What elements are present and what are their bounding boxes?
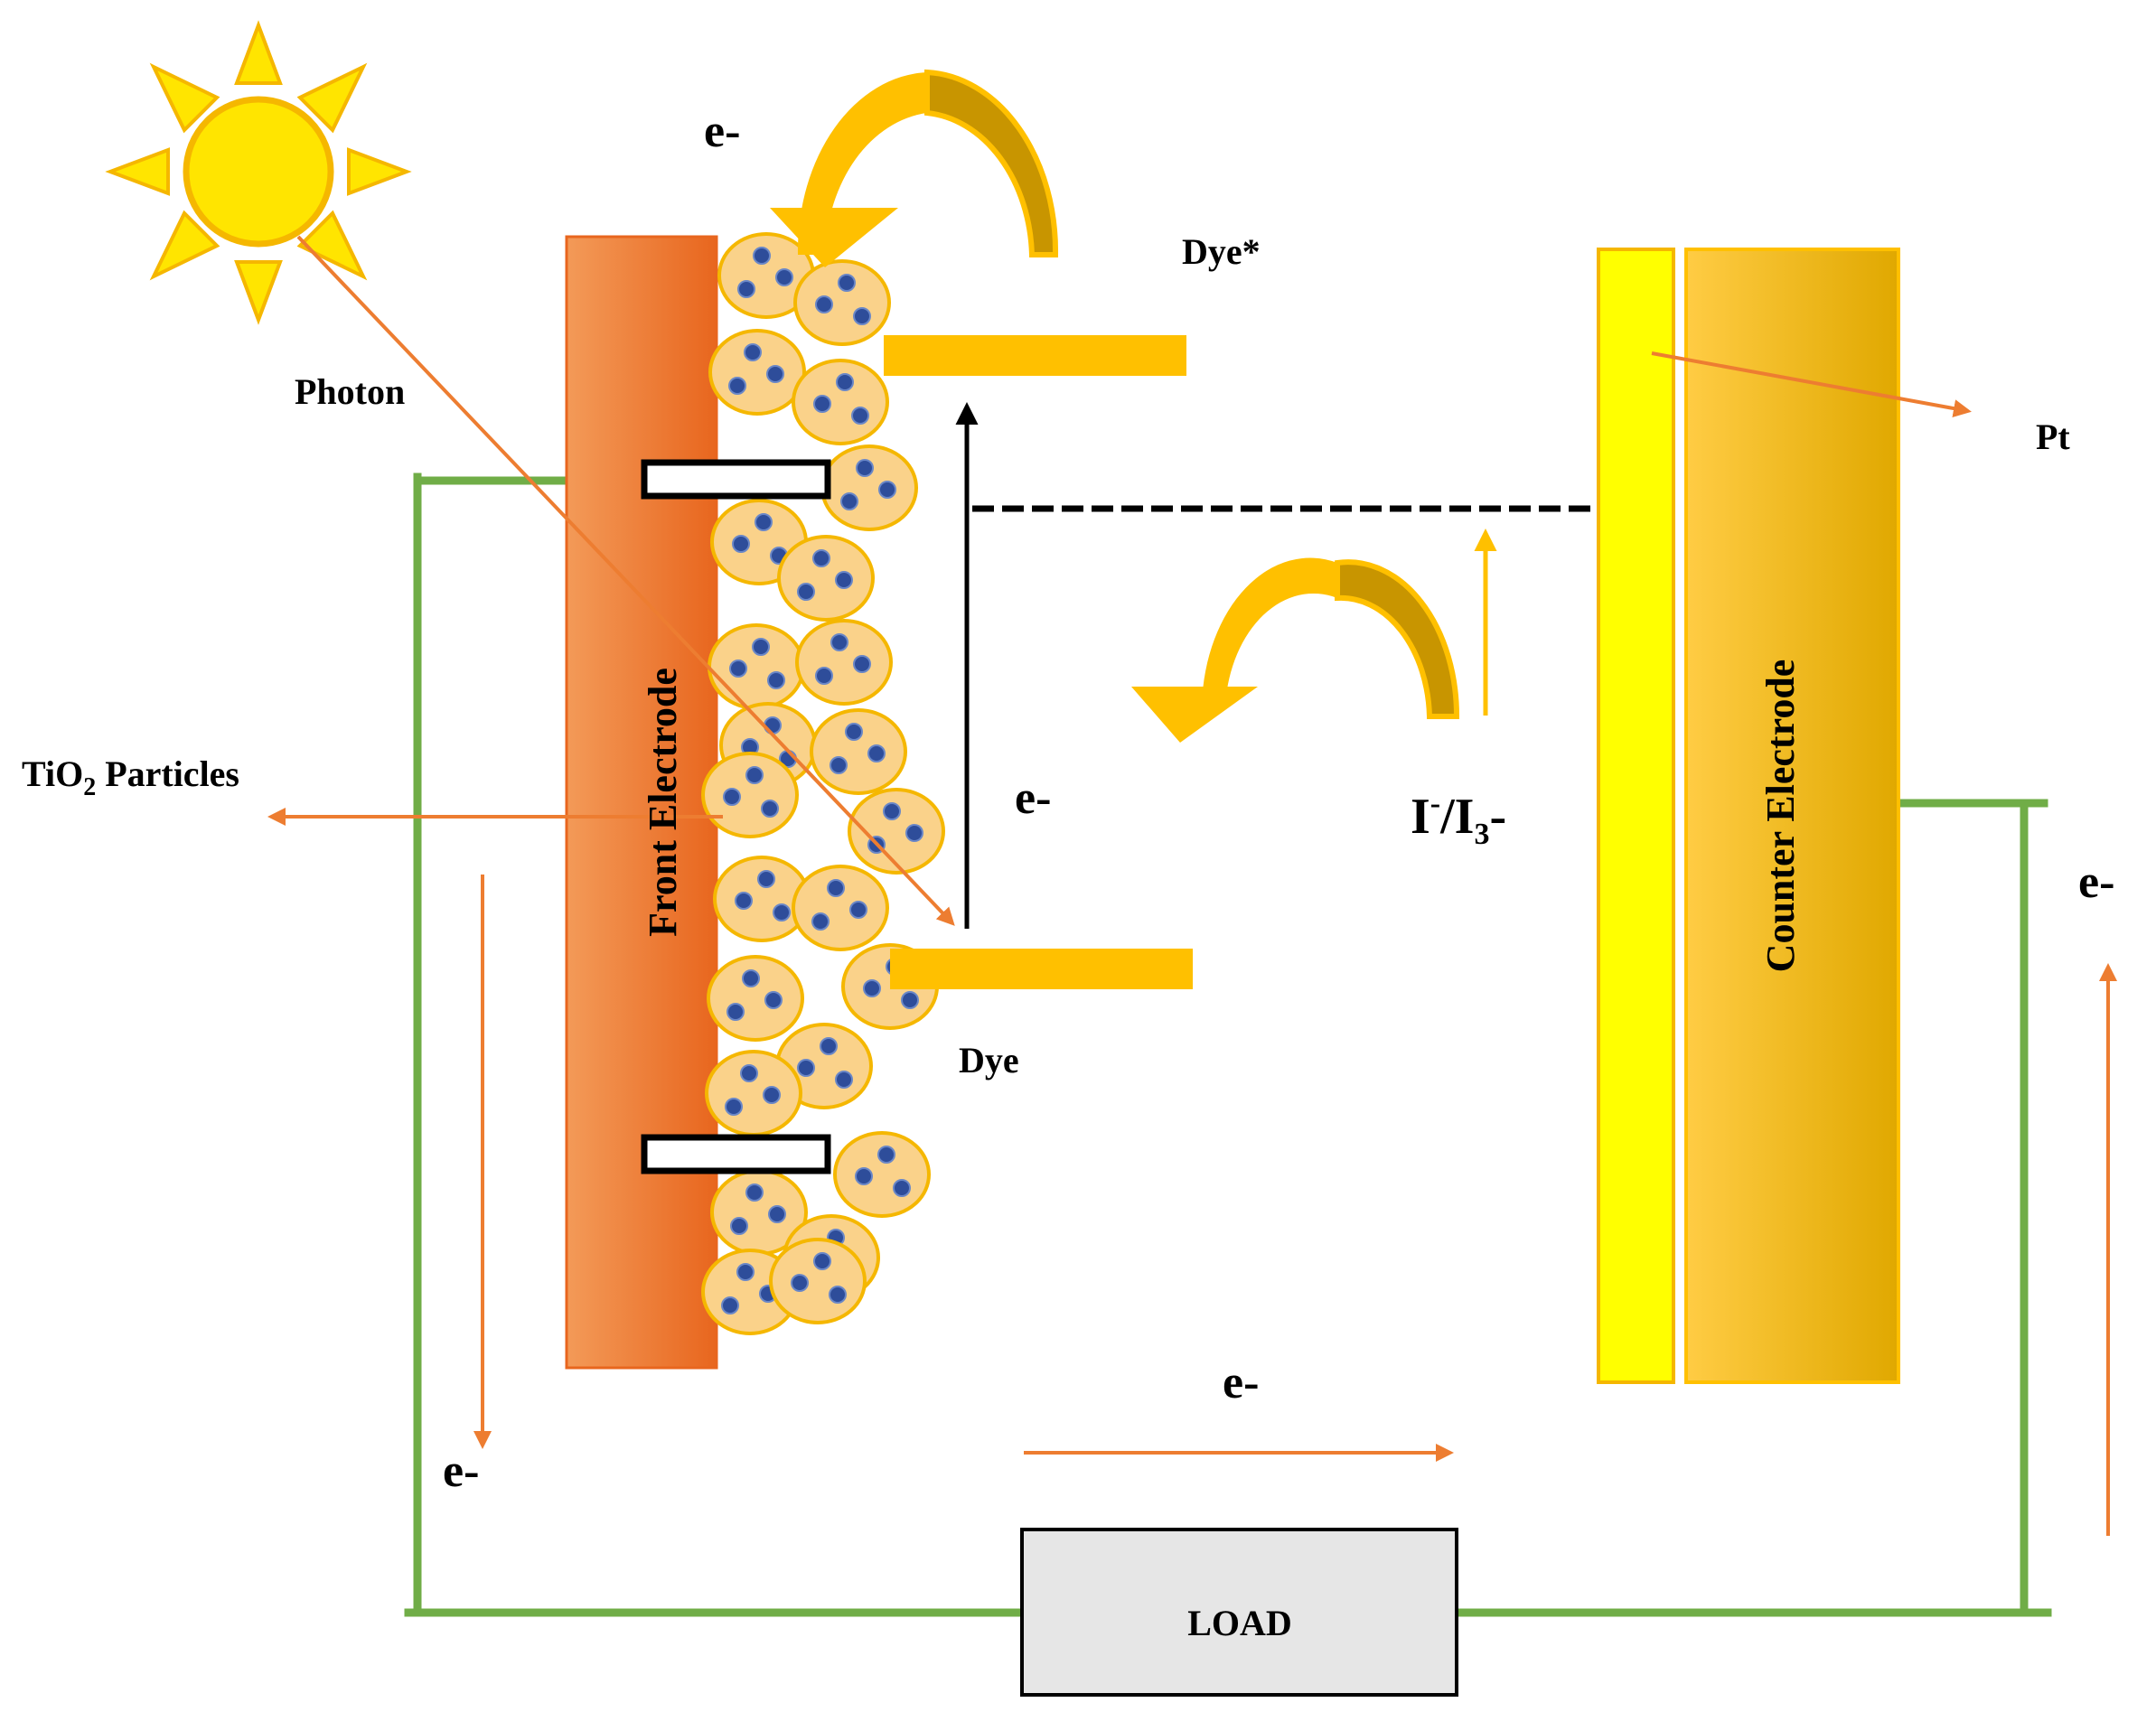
tio2-particle (795, 619, 893, 706)
photon-label: Photon (295, 371, 405, 412)
dye-excited-label: Dye* (1182, 231, 1261, 272)
electron-label-left: e- (443, 1445, 479, 1497)
tio2-particle (792, 359, 889, 445)
contact-clip-bottom (641, 1134, 831, 1174)
tio2-particle (777, 535, 875, 622)
pt-label: Pt (2036, 416, 2070, 457)
tio2-particle (705, 1050, 802, 1137)
electron-label-middle: e- (1015, 772, 1051, 824)
external-circuit-wire (404, 472, 2052, 1617)
dye-label: Dye (959, 1040, 1019, 1081)
counter-electrode-label: Counter Electrode (1758, 660, 1803, 973)
tio2-particle (769, 1238, 867, 1324)
injection-curved-arrow-icon (770, 69, 1059, 267)
electron-label-bottom: e- (1223, 1357, 1259, 1408)
dye-ground-level (890, 949, 1193, 989)
tio2-particle (701, 752, 799, 838)
tio2-particle (717, 232, 815, 319)
load-label: LOAD (1187, 1603, 1292, 1643)
tio2-particle (708, 623, 805, 710)
dye-excited-level (884, 335, 1186, 376)
redox-couple-label: I-/I3- (1411, 787, 1506, 851)
electron-label-top: e- (704, 106, 740, 157)
tio2-label: TiO2 Particles (22, 753, 239, 801)
tio2-particle (848, 788, 945, 875)
regeneration-curved-arrow-icon (1131, 557, 1460, 743)
load-box (1020, 1528, 1458, 1697)
pt-layer (1597, 248, 1675, 1384)
tio2-particle (792, 865, 889, 951)
tio2-particle (713, 856, 811, 942)
tio2-particle (833, 1131, 931, 1218)
pt-pointer-arrow (1651, 351, 1972, 417)
contact-clip-top (641, 459, 831, 500)
counter-electrode (1684, 248, 1900, 1384)
front-electrode-label: Front Electrode (641, 668, 685, 937)
photon-arrow (296, 235, 955, 926)
electron-label-right: e- (2078, 856, 2114, 908)
tio2-particle (793, 259, 891, 346)
tio2-particle (707, 955, 804, 1042)
tio2-particle (810, 708, 907, 795)
tio2-particles (701, 232, 945, 1335)
front-electrode (565, 235, 718, 1370)
sun-icon (105, 20, 412, 325)
tio2-particle (708, 329, 806, 416)
tio2-particle (820, 444, 918, 531)
